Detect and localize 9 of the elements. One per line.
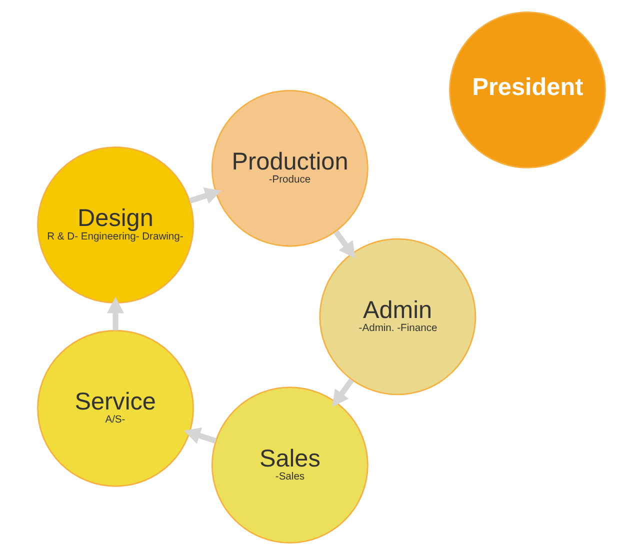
node-circle: Production -Produce [210, 90, 368, 247]
arrow [183, 427, 216, 444]
arrow [333, 230, 355, 258]
node-circle: President [448, 11, 606, 168]
arrow [332, 378, 354, 407]
arrow [106, 296, 124, 330]
arrow [188, 187, 222, 204]
node-circle: Service A/S- [36, 330, 194, 487]
node-circle: Design R & D- Engineering- Drawing- [36, 146, 194, 304]
